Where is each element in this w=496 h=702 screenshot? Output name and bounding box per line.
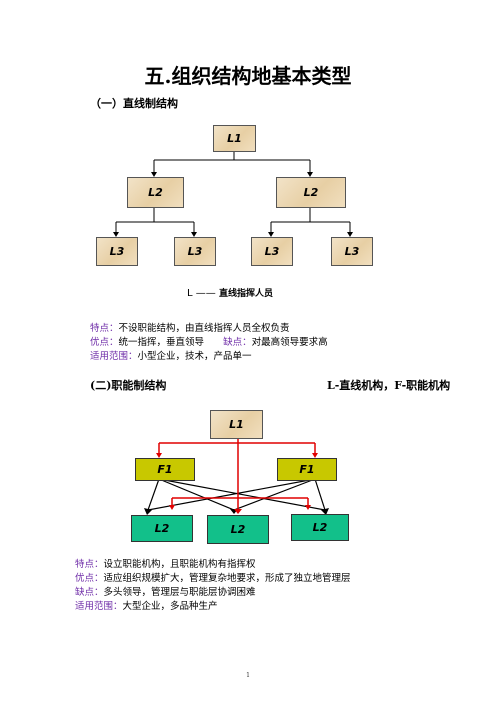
pros-text: 统一指挥，垂直领导 — [118, 337, 205, 348]
legend-text: 直线指挥人员 — [218, 289, 273, 299]
features-label: 特点： — [90, 323, 119, 334]
features-label: 特点： — [75, 559, 104, 570]
pros-label: 优点： — [90, 337, 119, 348]
page-number: 1 — [246, 672, 250, 679]
l2-box: L2 — [291, 514, 349, 541]
l2-box: L2 — [127, 177, 184, 208]
l3-box: L3 — [174, 237, 216, 266]
cons-text: 对最高领导要求高 — [251, 337, 328, 348]
pros-text: 适应组织规模扩大，管理复杂地要求，形成了独立地管理层 — [103, 573, 351, 584]
l3-box: L3 — [251, 237, 293, 266]
f1-box: F1 — [277, 458, 337, 481]
legend: L —— 直线指挥人员 — [187, 286, 273, 299]
l2-box: L2 — [276, 177, 346, 208]
section-heading-functional-structure: (二)职能制结构 — [90, 379, 167, 392]
cons-label: 缺点： — [223, 337, 252, 348]
scope-line: 适用范围：大型企业，多品种生产 — [75, 598, 218, 612]
scope-label: 适用范围： — [75, 601, 123, 612]
section-heading-line-structure: （一）直线制结构 — [90, 97, 178, 110]
l3-box: L3 — [96, 237, 138, 266]
l1-box: L1 — [210, 410, 263, 439]
features-text: 设立职能机构，且职能机构有指挥权 — [103, 559, 256, 570]
l3-box: L3 — [331, 237, 373, 266]
f1-box: F1 — [135, 458, 195, 481]
pros-line: 优点：适应组织规模扩大，管理复杂地要求，形成了独立地管理层 — [75, 570, 351, 584]
l2-box: L2 — [207, 515, 269, 544]
pros-cons-line: 优点：统一指挥，垂直领导 缺点：对最高领导要求高 — [90, 334, 328, 348]
scope-line: 适用范围：小型企业，技术，产品单一 — [90, 348, 252, 362]
section-note: L-直线机构，F-职能机构 — [327, 379, 451, 392]
page-title: 五.组织结构地基本类型 — [144, 64, 352, 88]
scope-label: 适用范围： — [90, 351, 138, 362]
cons-text: 多头领导，管理层与职能层协调困难 — [103, 587, 256, 598]
l1-box: L1 — [213, 125, 256, 152]
pros-label: 优点： — [75, 573, 104, 584]
scope-text: 大型企业，多品种生产 — [122, 601, 218, 612]
features-text: 不设职能结构，由直线指挥人员全权负责 — [118, 323, 290, 334]
l2-box: L2 — [131, 515, 193, 542]
cons-line: 缺点：多头领导，管理层与职能层协调困难 — [75, 584, 256, 598]
legend-symbol: L —— — [187, 288, 216, 299]
features-line: 特点：设立职能机构，且职能机构有指挥权 — [75, 556, 256, 570]
scope-text: 小型企业，技术，产品单一 — [137, 351, 252, 362]
features-line: 特点：不设职能结构，由直线指挥人员全权负责 — [90, 320, 290, 334]
cons-label: 缺点： — [75, 587, 104, 598]
